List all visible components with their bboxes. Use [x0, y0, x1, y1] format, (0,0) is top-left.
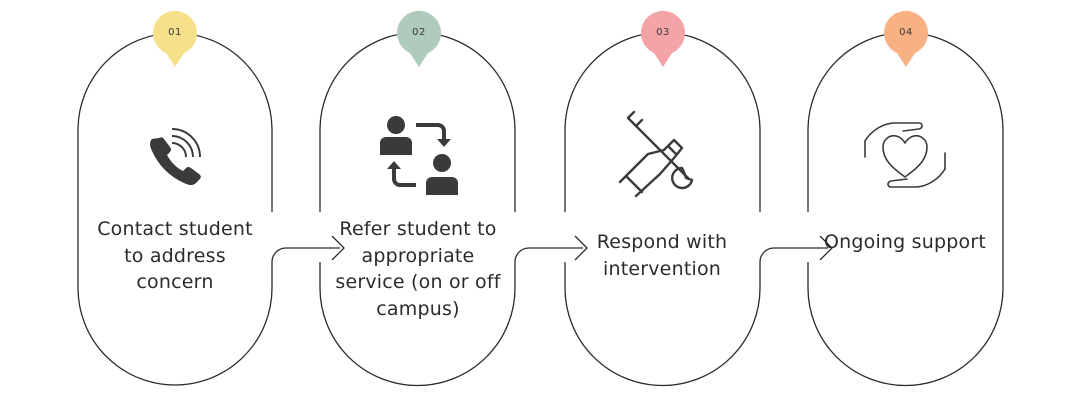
step-03-outline-lower [564, 247, 828, 387]
step-label-01: Contact student to address concern [97, 218, 253, 293]
step-label-04: Ongoing support [823, 231, 987, 253]
step-number: 01 [168, 27, 182, 38]
arrow-head-1 [331, 235, 345, 261]
step-number: 04 [899, 27, 913, 38]
caring-hands-icon [864, 122, 946, 188]
step-number: 02 [412, 27, 426, 38]
step-pin-04: 04 [882, 9, 930, 69]
step-pin-03: 03 [639, 9, 687, 69]
pin-shape [884, 10, 928, 67]
pin-shape [641, 10, 685, 67]
step-number: 03 [656, 27, 670, 38]
step-pin-02: 02 [395, 9, 443, 69]
step-pin-01: 01 [151, 9, 199, 69]
step-04-outline [807, 31, 1004, 387]
step-02-outline-lower [319, 247, 583, 387]
tools-icon [618, 110, 694, 198]
step-01-outline [77, 32, 340, 386]
referral-icon [380, 116, 458, 195]
step-label-03: Respond with intervention [596, 231, 728, 280]
arrow-head-3 [819, 235, 833, 261]
step-label-02: Refer student to appropriate service (on… [335, 218, 501, 320]
arrow-head-2 [574, 235, 588, 261]
phone-icon [150, 128, 201, 185]
pin-shape [153, 10, 197, 67]
pin-shape [397, 10, 441, 67]
